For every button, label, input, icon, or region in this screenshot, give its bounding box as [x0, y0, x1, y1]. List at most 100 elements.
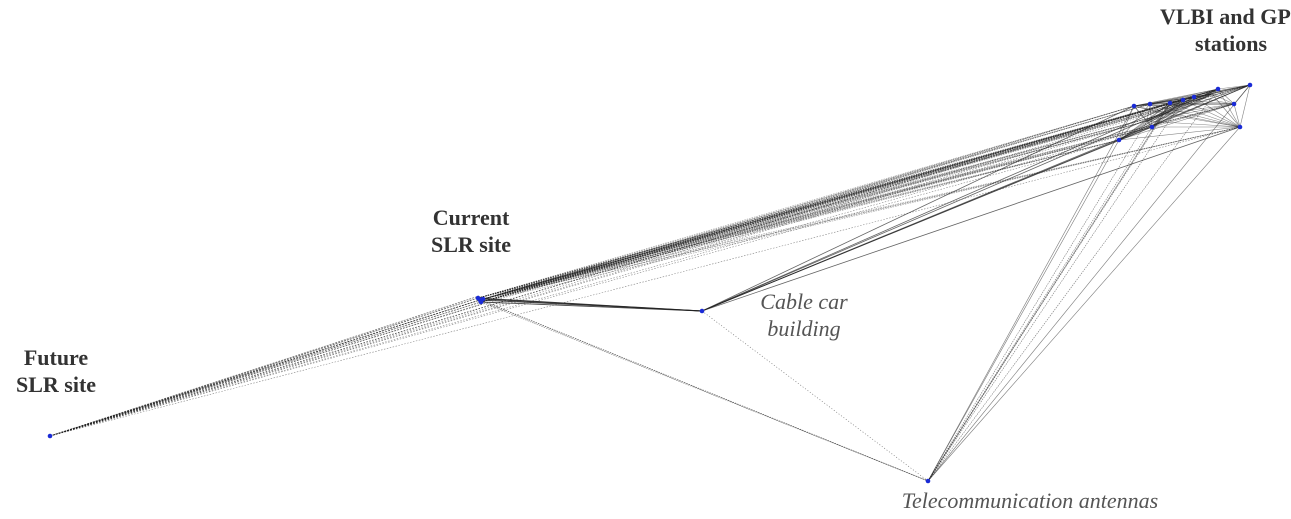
observation-line-telecom-vlbi: [927, 139, 1120, 482]
observation-line-vlbi-vlbi: [1163, 84, 1251, 115]
observation-line-current-vlbi: [479, 105, 1135, 301]
observation-line-current-vlbi: [480, 88, 1219, 303]
label-vlbi-gps-line2: stations: [1194, 30, 1268, 56]
observation-line-vlbi-vlbi: [1146, 99, 1184, 122]
observation-line-current-vlbi: [480, 139, 1120, 303]
observation-line-vlbi-vlbi: [1118, 84, 1251, 141]
observation-line-future-current: [49, 295, 480, 437]
observation-line-current-telecom: [480, 301, 929, 482]
station-points: [47, 82, 1253, 484]
vlbi-gps-station-point: [1167, 100, 1173, 106]
observation-line-telecom-vlbi: [927, 88, 1219, 482]
label-cable-car-building: Cable car building: [740, 289, 868, 343]
observation-line-cable-telecom: [701, 310, 929, 482]
observation-line-current-vlbi: [477, 120, 1148, 299]
observation-line-vlbi-vlbi: [1239, 84, 1251, 128]
observation-line-current-vlbi: [482, 105, 1135, 300]
observation-line-current-vlbi: [479, 88, 1219, 301]
observation-line-vlbi-vlbi: [1118, 113, 1165, 141]
observation-line-vlbi-vlbi: [1193, 88, 1219, 98]
observation-line-current-vlbi: [480, 84, 1251, 303]
observation-line-current-vlbi: [477, 99, 1184, 299]
observation-line-current-vlbi: [477, 139, 1120, 299]
vlbi-gps-station-point: [1131, 103, 1137, 109]
observation-line-future-vlbi: [49, 139, 1120, 437]
observation-line-cable-vlbi: [701, 139, 1120, 312]
observation-line-current-vlbi: [482, 84, 1251, 300]
observation-line-current-vlbi: [479, 139, 1120, 301]
observation-line-current-vlbi: [480, 103, 1235, 303]
observation-line-vlbi-vlbi: [1118, 103, 1235, 141]
observation-line-vlbi-vlbi: [1211, 84, 1251, 95]
observation-lines: [49, 84, 1251, 482]
label-cable-car-line2: building: [767, 315, 841, 341]
observation-line-telecom-vlbi: [927, 84, 1251, 482]
observation-line-future-vlbi: [49, 113, 1165, 437]
observation-line-current-vlbi: [477, 105, 1135, 299]
observation-line-current-vlbi: [482, 126, 1153, 300]
observation-line-vlbi-vlbi: [1217, 84, 1251, 90]
observation-line-vlbi-vlbi: [1233, 103, 1241, 128]
observation-line-current-cable: [482, 298, 703, 312]
label-vlbi-gps-line1: VLBI and GPS: [1160, 4, 1291, 29]
label-current-slr-line2: SLR site: [430, 231, 512, 257]
observation-line-current-vlbi: [477, 113, 1165, 299]
label-telecom-line1: Telecommunication antennas: [901, 488, 1159, 513]
observation-line-vlbi-vlbi: [1146, 96, 1195, 122]
vlbi-gps-station-point: [1191, 94, 1197, 100]
observation-line-current-vlbi: [479, 113, 1165, 301]
observation-line-current-vlbi: [477, 93, 1213, 299]
observation-line-vlbi-vlbi: [1146, 103, 1235, 122]
observation-line-current-vlbi: [479, 84, 1251, 301]
observation-line-current-vlbi: [482, 103, 1151, 300]
observation-line-current-vlbi: [477, 88, 1219, 299]
observation-line-current-vlbi: [482, 120, 1148, 300]
observation-line-cable-vlbi: [701, 105, 1135, 312]
vlbi-gps-station-point: [1215, 86, 1221, 92]
observation-line-telecom-vlbi: [927, 120, 1148, 482]
observation-line-future-vlbi: [49, 88, 1219, 437]
label-future-slr-site: Future SLR site: [0, 345, 112, 399]
observation-line-current-vlbi: [480, 96, 1195, 303]
observation-line-telecom-vlbi: [927, 126, 1241, 482]
observation-line-current-vlbi: [479, 102, 1171, 301]
observation-line-vlbi-vlbi: [1163, 93, 1213, 115]
observation-line-cable-vlbi: [701, 99, 1184, 312]
observation-line-current-vlbi: [479, 126, 1153, 301]
observation-line-vlbi-vlbi: [1151, 103, 1235, 128]
label-future-slr-line2: SLR site: [15, 371, 97, 397]
observation-line-telecom-vlbi: [927, 99, 1184, 482]
observation-line-telecom-vlbi: [927, 102, 1171, 482]
observation-line-current-vlbi: [477, 126, 1153, 299]
observation-line-vlbi-vlbi: [1146, 113, 1165, 122]
observation-line-current-vlbi: [480, 99, 1184, 303]
observation-line-current-vlbi: [477, 126, 1241, 299]
observation-line-current-vlbi: [482, 126, 1241, 300]
observation-line-vlbi-vlbi: [1149, 88, 1219, 105]
observation-line-vlbi-vlbi: [1118, 120, 1148, 141]
vlbi-gps-station-point: [1180, 97, 1186, 103]
observation-line-current-vlbi: [479, 99, 1184, 301]
observation-line-vlbi-vlbi: [1118, 126, 1241, 141]
observation-line-current-vlbi: [482, 139, 1120, 300]
observation-line-vlbi-vlbi: [1118, 102, 1171, 141]
observation-line-current-vlbi: [480, 105, 1135, 303]
observation-line-vlbi-vlbi: [1163, 88, 1219, 115]
label-telecommunication-antennas: Telecommunication antennas: [870, 488, 1190, 515]
vlbi-gps-station-point: [1149, 124, 1155, 130]
observation-line-vlbi-vlbi: [1133, 105, 1148, 122]
observation-line-vlbi-vlbi: [1146, 102, 1171, 122]
vlbi-gps-station-point: [1231, 101, 1237, 107]
label-vlbi-gps-stations: VLBI and GPS stations: [1160, 4, 1291, 58]
observation-line-vlbi-vlbi: [1146, 120, 1241, 128]
observation-line-current-vlbi: [482, 113, 1165, 300]
label-cable-car-line1: Cable car: [760, 289, 848, 314]
observation-line-current-vlbi: [482, 103, 1235, 300]
vlbi-gps-station-point: [1147, 101, 1153, 107]
observation-line-future-vlbi: [49, 120, 1148, 437]
vlbi-gps-station-point: [1237, 124, 1243, 130]
telecommunication-antennas-point: [925, 478, 931, 484]
observation-line-cable-vlbi: [701, 88, 1219, 312]
observation-line-current-vlbi: [479, 103, 1151, 301]
